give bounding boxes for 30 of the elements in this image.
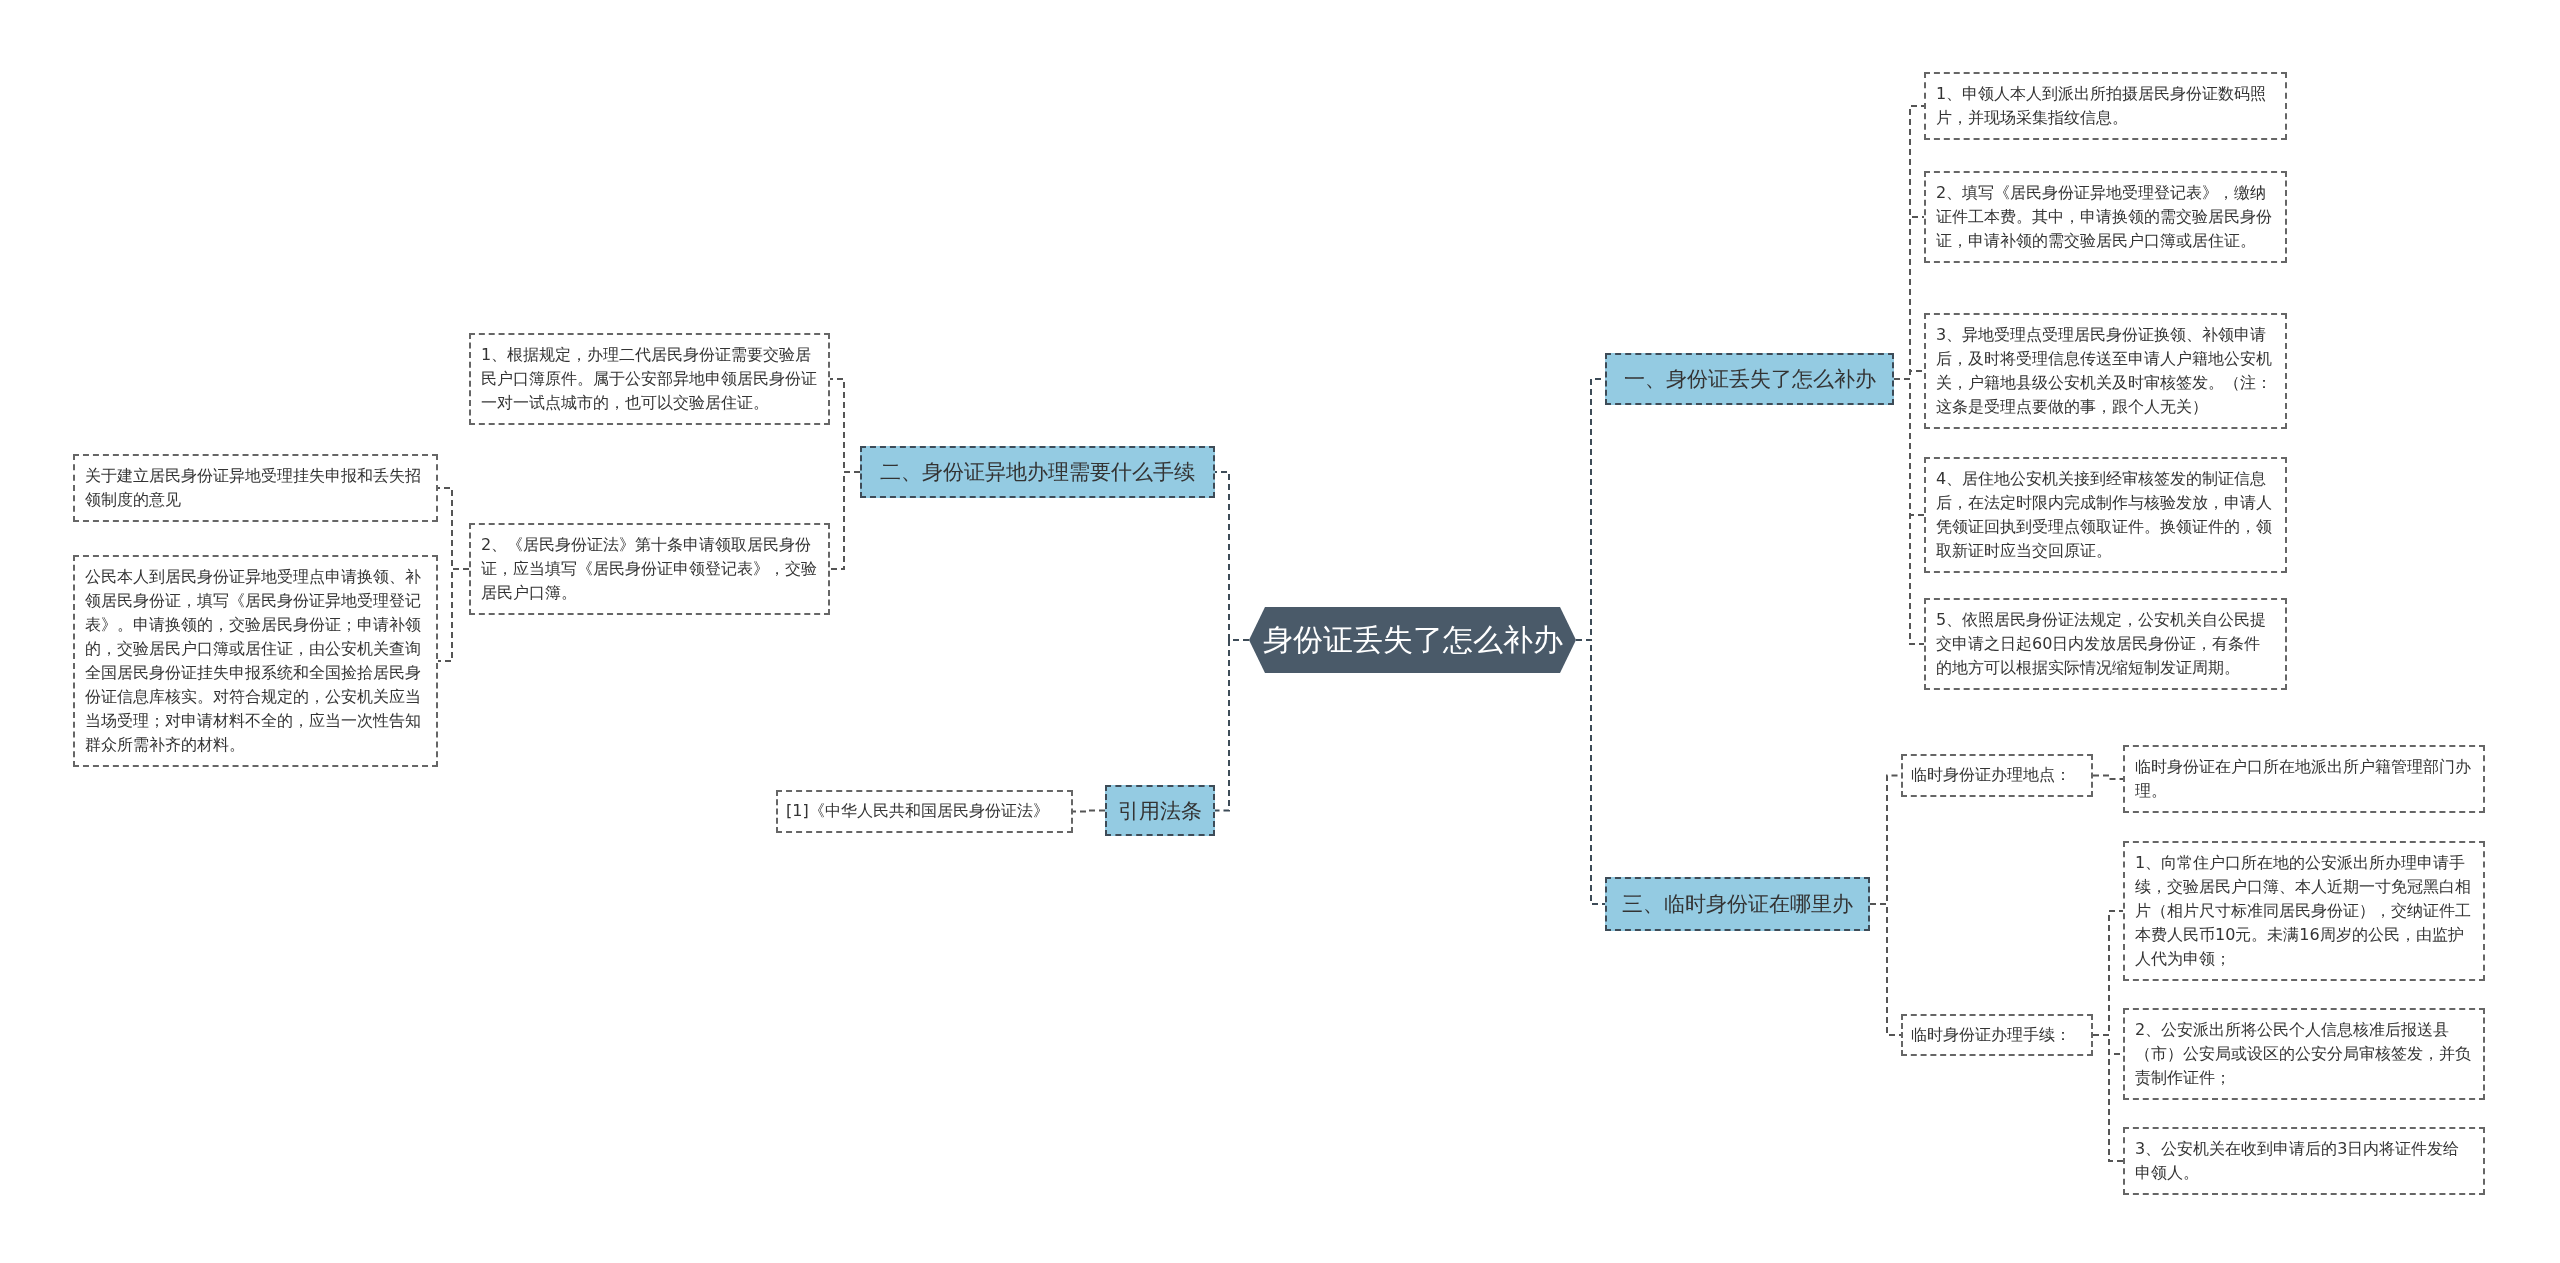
text-box: 1、根据规定，办理二代居民身份证需要交验居民户口簿原件。属于公安部异地申领居民身份证一对一试点城市的，也可以交验居住证。 <box>469 333 830 425</box>
central-topic-hexagon: 身份证丢失了怎么补办 <box>1249 607 1576 673</box>
text-box: 3、公安机关在收到申请后的3日内将证件发给申领人。 <box>2123 1127 2485 1195</box>
topic-box: 三、临时身份证在哪里办 <box>1605 877 1870 931</box>
topic-box: 引用法条 <box>1105 785 1215 836</box>
topic-box: 二、身份证异地办理需要什么手续 <box>860 446 1215 498</box>
subtopic-box: [1]《中华人民共和国居民身份证法》 <box>776 790 1073 833</box>
connector-line <box>1214 639 1250 812</box>
text-box: 5、依照居民身份证法规定，公安机关自公民提交申请之日起60日内发放居民身份证，有条件的地方可以根据实际情况缩短制发证周期。 <box>1924 598 2287 690</box>
text-box: 临时身份证在户口所在地派出所户籍管理部门办理。 <box>2123 745 2485 813</box>
text-box: 1、申领人本人到派出所拍摄居民身份证数码照片，并现场采集指纹信息。 <box>1924 72 2287 140</box>
topic-box: 一、身份证丢失了怎么补办 <box>1605 353 1894 405</box>
text-box: 2、公安派出所将公民个人信息核准后报送县（市）公安局或设区的公安分局审核签发，并负责制作证件； <box>2123 1008 2485 1100</box>
connector-line <box>1072 809 1106 813</box>
connector-line <box>2092 774 2124 780</box>
connector-line <box>1575 639 1606 905</box>
text-box: 2、《居民身份证法》第十条申请领取居民身份证，应当填写《居民身份证申领登记表》，交验居民户口簿。 <box>469 523 830 615</box>
text-box: 关于建立居民身份证异地受理挂失申报和丢失招领制度的意见 <box>73 454 438 522</box>
text-box: 3、异地受理点受理居民身份证换领、补领申请后，及时将受理信息传送至申请人户籍地公安机关，户籍地县级公安机关及时审核签发。（注：这条是受理点要做的事，跟个人无关） <box>1924 313 2287 429</box>
subtopic-box: 临时身份证办理地点： <box>1901 754 2093 797</box>
connector-line <box>2092 1034 2124 1162</box>
connector-line <box>1869 903 1902 1036</box>
connector-line <box>829 471 861 570</box>
text-box: 1、向常住户口所在地的公安派出所办理申请手续，交验居民户口簿、本人近期一寸免冠黑白相片（相片尺寸标准同居民身份证），交纳证件工本费人民币10元。未满16周岁的公民，由监护人代为申领； <box>2123 841 2485 981</box>
text-box: 公民本人到居民身份证异地受理点申请换领、补领居民身份证，填写《居民身份证异地受理登记表》。申请换领的，交验居民身份证；申请补领的，交验居民户口簿或居住证，由公安机关查询全国居民身份证挂失申报系统和全国捡拾居民身份证信息库核实。对符合规定的，公安机关应当当场受理；对申请材料不全的，应当一次性告知群众所需补齐的材料。 <box>73 555 438 767</box>
connector-line <box>1893 378 1925 645</box>
connector-line <box>437 568 470 662</box>
subtopic-box: 临时身份证办理手续： <box>1901 1014 2093 1056</box>
text-box: 2、填写《居民身份证异地受理登记表》，缴纳证件工本费。其中，申请换领的需交验居民身份证，申请补领的需交验居民户口簿或居住证。 <box>1924 171 2287 263</box>
text-box: 4、居住地公安机关接到经审核签发的制证信息后，在法定时限内完成制作与核验发放，申请人凭领证回执到受理点领取证件。换领证件的，领取新证时应当交回原证。 <box>1924 457 2287 573</box>
